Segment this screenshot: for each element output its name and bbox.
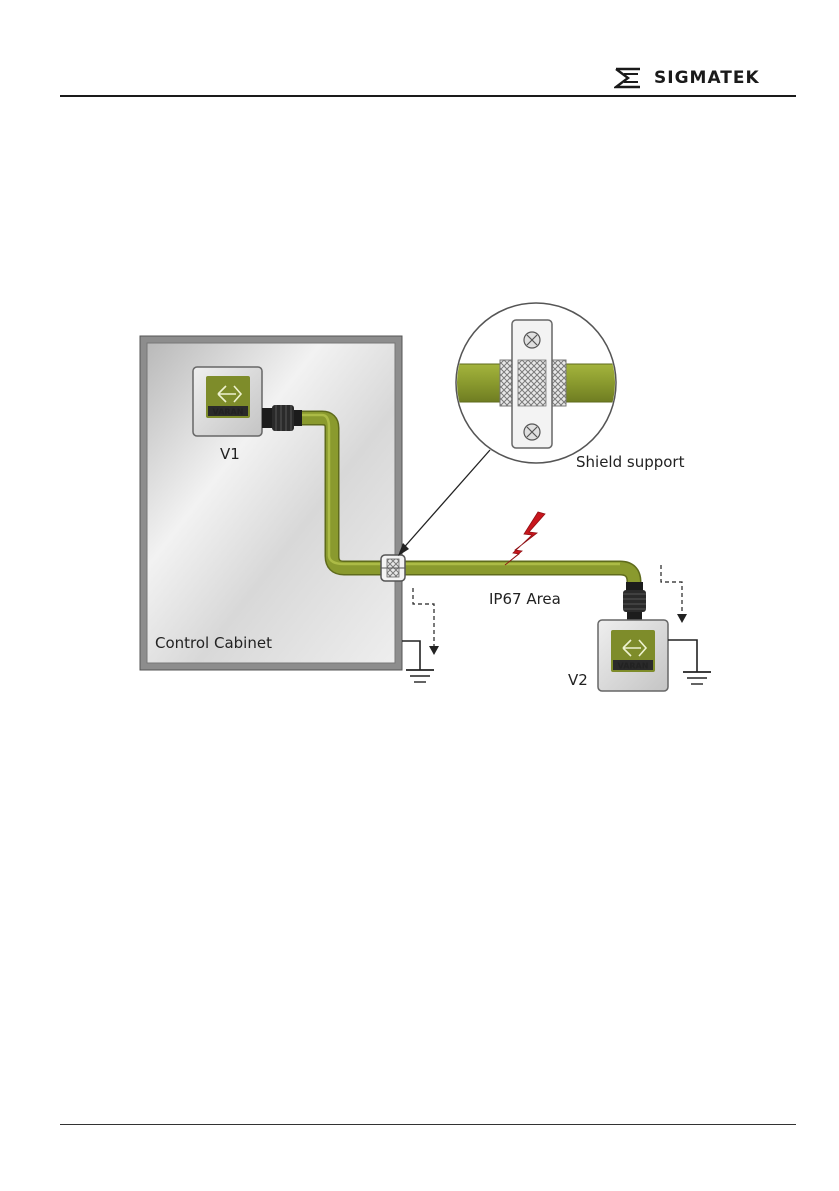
module-v2-label: V2 [568,671,588,689]
control-cabinet [140,336,402,670]
lightning-icon [505,512,545,565]
shield-clamp [381,555,405,581]
module-v1-label: V1 [220,445,240,463]
control-cabinet-label: Control Cabinet [155,634,272,652]
cabinet-ground [402,588,439,682]
ip67-area-label: IP67 Area [489,590,561,608]
shield-support-label: Shield support [576,453,685,471]
module-v2-badge: VARAN [618,662,649,671]
pointer-arrow [398,450,490,556]
module-v1-badge: VARAN [213,408,244,417]
shield-support-detail [452,303,620,463]
footer-divider [60,1124,796,1125]
module-v2: VARAN [598,582,668,691]
